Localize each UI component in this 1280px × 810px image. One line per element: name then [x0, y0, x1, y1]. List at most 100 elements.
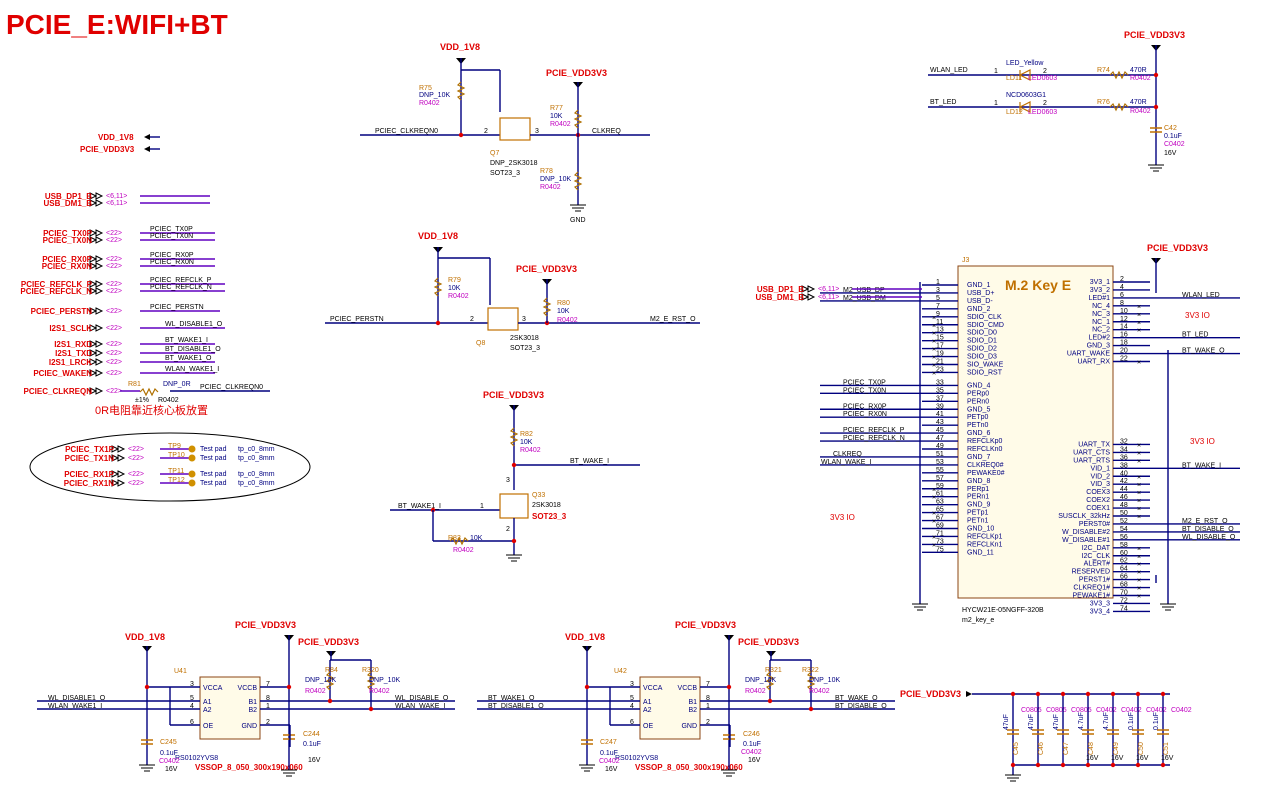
r81-ref: R81 — [128, 381, 141, 388]
m2-usb-0-sheet-ref: <6,11> — [818, 286, 839, 293]
led-icon — [1018, 69, 1031, 81]
m2-pin-name: PERST0# — [1079, 521, 1110, 528]
testpad-ref: TP12 — [168, 477, 185, 484]
m2-pin-number: 12 — [1120, 316, 1128, 323]
m2-pin-name: GND_8 — [967, 478, 990, 485]
m2-pin-number: 37 — [936, 395, 944, 402]
r75-value: DNP_10K — [419, 92, 450, 99]
port-8-sheet-ref: <22> — [106, 308, 122, 315]
decoupling-cap-bank: PCIE_VDD3V3 C080547uFC45C080547uFC46C080… — [900, 689, 1192, 782]
resistor-icon — [1109, 70, 1129, 80]
ground-icon — [570, 204, 586, 212]
m2-pin-number: 18 — [1120, 340, 1128, 347]
m2-pin-number: 46 — [1120, 494, 1128, 501]
no-connect-icon: × — [1137, 450, 1141, 457]
u41-level-shifter: U41RS0102YVS8VSSOP_8_050_300x190x0603VCC… — [37, 620, 455, 777]
port-arrow-icon — [117, 470, 126, 478]
no-connect-icon: × — [1137, 312, 1141, 319]
ld12-footprint: LED0603 — [1028, 109, 1057, 116]
port-arrow-icon — [95, 340, 104, 348]
port-0-sheet-ref: <6,11> — [106, 193, 127, 200]
r74-value: 470R — [1130, 67, 1147, 74]
resistor-icon — [456, 81, 466, 101]
port-arrow-icon — [144, 146, 150, 152]
net-label: M2_USB_DP — [843, 287, 885, 294]
cap-footprint: C0402 — [599, 758, 620, 765]
m2-pin-number: 20 — [1120, 348, 1128, 355]
ic-pin-number: 2 — [266, 719, 270, 726]
port-arrow-icon — [89, 369, 98, 377]
resistor-ref: R320 — [362, 667, 379, 674]
m2-pin-name: GND_4 — [967, 382, 990, 389]
port-arrow-icon — [89, 349, 98, 357]
m2-pin-number: 6 — [1120, 292, 1124, 299]
m2-pin-name: I2C_DAT — [1082, 545, 1111, 552]
m2-pin-number: 5 — [936, 295, 940, 302]
r76-ref: R76 — [1097, 99, 1110, 106]
m2-pin-name: UART_RTS — [1073, 457, 1110, 464]
m2-pin-name: USB_D+ — [967, 290, 994, 297]
m2-pin-number: 48 — [1120, 502, 1128, 509]
cap-footprint: C0402 — [1146, 707, 1167, 714]
m2-pin-name: NC_1 — [1092, 319, 1110, 326]
r82-footprint: R0402 — [520, 447, 541, 454]
testpad-ref: TP11 — [168, 468, 184, 475]
no-connect-icon: × — [1137, 506, 1141, 513]
port-arrow-icon — [117, 479, 126, 487]
port-arrow-icon — [95, 369, 104, 377]
resistor-icon — [806, 671, 816, 691]
r79-value: 10K — [448, 285, 461, 292]
cap-ref: C244 — [303, 731, 320, 738]
testpad-1-sheet-ref: <22> — [128, 455, 144, 462]
m2-pin-number: 4 — [1120, 284, 1124, 291]
m2-pin-name: SDIO_D0 — [967, 330, 997, 337]
port-1-port: USB_DM1_B — [44, 199, 93, 208]
testpad-3-port: PCIEC_RX1N — [64, 479, 114, 488]
m2-pin-name: LED#2 — [1089, 335, 1111, 342]
no-connect-icon: × — [1137, 328, 1141, 335]
net-label: BT_DISABLE1_O — [165, 346, 221, 353]
port-arrow-icon — [95, 229, 104, 237]
cap-ref: C48 — [1088, 742, 1095, 755]
net-wlan-led: WLAN_LED — [930, 67, 968, 74]
m2-pin-name: VID_2 — [1091, 473, 1111, 480]
port-arrow-icon — [89, 340, 98, 348]
cap-ref: C51 — [1163, 742, 1170, 755]
port-arrow-icon — [966, 691, 972, 697]
m2-pin-number: 72 — [1120, 597, 1128, 604]
no-connect-icon: × — [1137, 578, 1141, 585]
m2-pin-number: 32 — [1120, 438, 1128, 445]
cap-ref: C247 — [600, 739, 617, 746]
svg-text:1: 1 — [480, 503, 484, 510]
ground-icon — [1148, 164, 1164, 172]
r83-ref: R83 — [448, 535, 461, 542]
no-connect-icon: × — [1137, 514, 1141, 521]
no-connect-icon: × — [1137, 442, 1141, 449]
net-label: PCIEC_REFCLK_N — [843, 435, 905, 442]
resistor-icon — [1109, 102, 1129, 112]
mosfet-icon — [487, 307, 519, 331]
ic-pin-name: B2 — [248, 707, 257, 714]
no-connect-icon: × — [932, 339, 936, 346]
m2-pin-name: GND_11 — [967, 549, 994, 556]
m2-pin-number: 55 — [936, 467, 944, 474]
port-arrow-icon — [95, 255, 104, 263]
u42-level-shifter: U42RS0102YVS8VSSOP_8_050_300x190x0603VCC… — [477, 620, 895, 777]
port-arrow-icon — [89, 229, 98, 237]
pcie-vdd3v3-label: PCIE_VDD3V3 — [546, 68, 607, 78]
m2-pin-number: 42 — [1120, 478, 1128, 485]
svg-text:2: 2 — [1043, 68, 1047, 75]
testpad-footprint: tp_c0_8mm — [238, 455, 275, 462]
sheet-title: PCIE_E:WIFI+BT — [6, 9, 228, 40]
m2-title: M.2 Key E — [1005, 277, 1071, 293]
m2-ref: J3 — [962, 257, 970, 264]
m2-pin-number: 70 — [1120, 590, 1128, 597]
net-label: BT_LED — [1182, 332, 1208, 339]
testpad-1-port: PCIEC_TX1N — [65, 454, 115, 463]
net-label: PCIEC_RX0N — [843, 411, 887, 418]
port-arrow-icon — [117, 454, 126, 462]
vdd-1v8-port-label: VDD_1V8 — [98, 133, 134, 142]
resistor-icon — [542, 297, 552, 317]
net-label: WL_DISABLE1_O — [48, 695, 106, 702]
